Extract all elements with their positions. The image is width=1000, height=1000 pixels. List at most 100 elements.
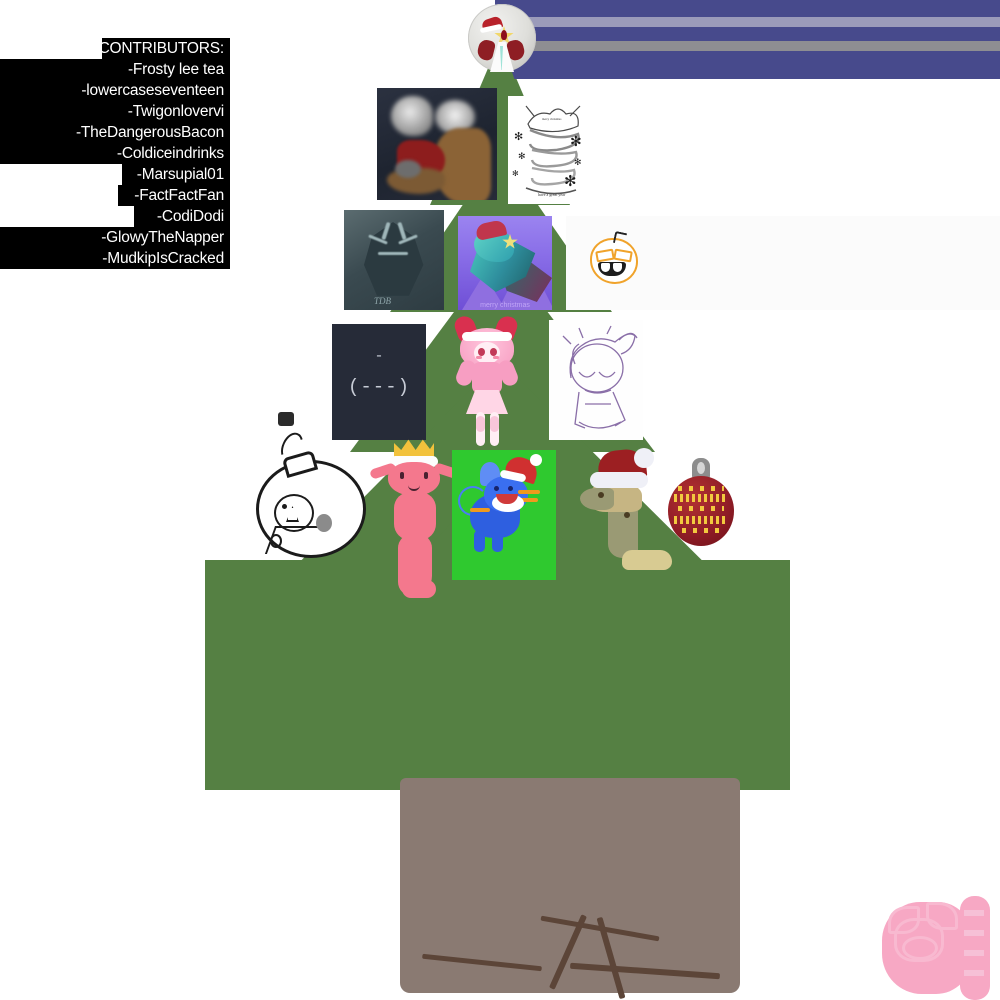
cat-muzzle bbox=[902, 936, 938, 960]
cat-ear-left bbox=[888, 906, 920, 934]
trunk-line bbox=[422, 953, 542, 972]
snake-ribbon-card[interactable]: merry christmas have a great year ✻ ✻ ✻ … bbox=[508, 96, 594, 204]
contributors-heading-row: CONTRIBUTORS: bbox=[0, 38, 230, 59]
contributor-name: -TheDangerousBacon bbox=[75, 124, 224, 141]
tooth-right bbox=[613, 263, 622, 272]
contributor-name: -CodiDodi bbox=[156, 208, 224, 225]
contributor-name: -FactFactFan bbox=[134, 187, 224, 204]
hat-fur-trim bbox=[462, 332, 512, 341]
clip-icon bbox=[278, 412, 294, 426]
sock-left bbox=[476, 416, 485, 432]
crown-fur-trim bbox=[390, 456, 438, 467]
snowflake-icon: ✻ bbox=[564, 173, 577, 190]
axolotl-ornament[interactable] bbox=[369, 438, 461, 598]
ascii-face-card[interactable]: - (---) bbox=[332, 324, 426, 440]
bauble-dot-row bbox=[678, 506, 724, 511]
svg-text:have a great year: have a great year bbox=[538, 192, 566, 197]
contributor-name: -GlowyTheNapper bbox=[101, 229, 224, 246]
dragon-highlight bbox=[378, 252, 408, 255]
mudkip-mouth bbox=[496, 494, 518, 504]
santa-hat-pompom bbox=[634, 448, 654, 468]
purple-line-sketch bbox=[562, 325, 638, 429]
bauble-body bbox=[668, 476, 734, 546]
tan-dino-ornament[interactable] bbox=[576, 447, 672, 578]
tail-stripe bbox=[964, 970, 984, 976]
tail-stripe bbox=[964, 910, 984, 916]
bauble-dot-row bbox=[682, 528, 720, 533]
contributor-row: -Coldiceindrinks bbox=[0, 143, 230, 164]
eye-left bbox=[494, 486, 499, 491]
cat-ear-right bbox=[926, 902, 958, 930]
tree-trunk bbox=[400, 778, 740, 1000]
small-oval bbox=[270, 534, 282, 548]
contributor-name: -Twigonlovervi bbox=[127, 103, 224, 120]
santa-hat-pompom bbox=[530, 454, 542, 466]
bauble-hook-hole bbox=[697, 462, 705, 474]
axolotl-torso bbox=[394, 492, 436, 540]
dino-foot bbox=[622, 550, 672, 570]
anime-girl-ornament[interactable] bbox=[452, 313, 524, 446]
torso bbox=[472, 362, 502, 394]
contributor-row: -MudkipIsCracked bbox=[0, 248, 230, 269]
contributor-row: -CodiDodi bbox=[0, 206, 230, 227]
mouth bbox=[408, 482, 420, 491]
skirt bbox=[466, 390, 508, 414]
contributors-heading: CONTRIBUTORS: bbox=[98, 40, 225, 57]
character-arm-left bbox=[475, 38, 497, 62]
contributor-name: -lowercaseseventeen bbox=[81, 82, 224, 99]
snowflake-icon: ✻ bbox=[512, 169, 519, 178]
eye-right bbox=[490, 348, 497, 356]
tree-topper-ornament[interactable] bbox=[468, 4, 536, 72]
eye-right bbox=[424, 472, 428, 479]
white-stickfigure-ornament[interactable] bbox=[248, 412, 370, 558]
dog-muzzle bbox=[395, 160, 421, 178]
svg-text:merry christmas: merry christmas bbox=[542, 117, 562, 121]
purple-dragon-art[interactable]: merry christmas bbox=[458, 216, 552, 310]
contributor-row: -TheDangerousBacon bbox=[0, 122, 230, 143]
crown-icon bbox=[394, 439, 434, 458]
contributor-row: -Frosty lee tea bbox=[0, 59, 230, 80]
eye bbox=[598, 492, 604, 498]
tooth-left bbox=[601, 263, 610, 272]
red-bauble-ornament[interactable] bbox=[668, 458, 734, 550]
mudkip-leg-front bbox=[474, 530, 485, 552]
ascii-line-2: (---) bbox=[347, 376, 410, 398]
bauble-zigzag-row bbox=[674, 494, 728, 502]
purple-sketch-card[interactable] bbox=[549, 320, 643, 440]
ascii-line-1: - bbox=[374, 348, 384, 365]
dragon-signature: merry christmas bbox=[480, 302, 530, 309]
contributor-name: -Marsupial01 bbox=[136, 166, 224, 183]
dragon-silhouette bbox=[363, 222, 424, 296]
tdb-signature: TDB bbox=[374, 296, 392, 306]
bauble-dot-row bbox=[678, 486, 724, 491]
eye-right bbox=[508, 486, 513, 491]
character-tie bbox=[500, 46, 503, 70]
blush-right bbox=[493, 356, 499, 359]
contributor-name: -Coldiceindrinks bbox=[116, 145, 224, 162]
contributors-list: CONTRIBUTORS: -Frosty lee tea -lowercase… bbox=[0, 38, 230, 269]
eye-left bbox=[282, 504, 287, 509]
contributor-row: -GlowyTheNapper bbox=[0, 227, 230, 248]
snake-ribbon-drawing: merry christmas have a great year bbox=[525, 105, 581, 197]
contributor-name: -MudkipIsCracked bbox=[102, 250, 224, 267]
pink-cat-character[interactable] bbox=[878, 896, 1000, 1000]
orange-face-drawing[interactable] bbox=[586, 230, 638, 284]
hair-curl-icon bbox=[612, 230, 628, 246]
contributor-row: -Twigonlovervi bbox=[0, 101, 230, 122]
mudkip-leg-back bbox=[492, 532, 503, 552]
cheek-fin-right-2 bbox=[518, 498, 538, 502]
santa-hat-fur bbox=[590, 472, 648, 488]
contributor-name: -Frosty lee tea bbox=[127, 61, 224, 78]
grey-blob bbox=[316, 514, 332, 532]
snowflake-icon: ✻ bbox=[574, 157, 582, 167]
orange-face-card[interactable] bbox=[566, 216, 1000, 310]
tdb-dragon-art[interactable]: TDB bbox=[344, 210, 444, 310]
trunk-line bbox=[569, 962, 721, 980]
dog-photo-ornament[interactable] bbox=[377, 88, 497, 200]
contributor-row: -Marsupial01 bbox=[0, 164, 230, 185]
contributor-row: -lowercaseseventeen bbox=[0, 80, 230, 101]
mudkip-card[interactable] bbox=[452, 450, 556, 580]
dino-snout bbox=[580, 488, 614, 510]
eye-left bbox=[400, 472, 404, 479]
bauble-zigzag-row bbox=[674, 516, 728, 524]
